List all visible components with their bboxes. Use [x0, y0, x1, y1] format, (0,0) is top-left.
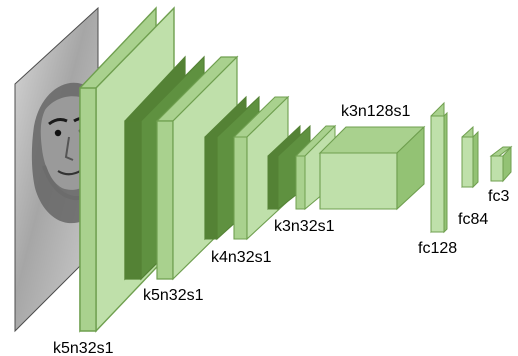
- label-conv5: k3n128s1: [341, 103, 410, 120]
- fc128-block: [430, 101, 448, 234]
- label-conv2: k5n32s1: [143, 287, 204, 304]
- label-fc3: fc3: [488, 188, 509, 205]
- fc3-block: [489, 145, 513, 183]
- label-conv4: k3n32s1: [274, 218, 335, 235]
- conv-block-5: [318, 125, 426, 211]
- label-conv1: k5n32s1: [53, 340, 114, 356]
- label-fc128: fc128: [418, 240, 457, 257]
- fc84-block: [461, 125, 479, 189]
- label-fc84: fc84: [458, 211, 488, 228]
- label-conv3: k4n32s1: [211, 249, 272, 266]
